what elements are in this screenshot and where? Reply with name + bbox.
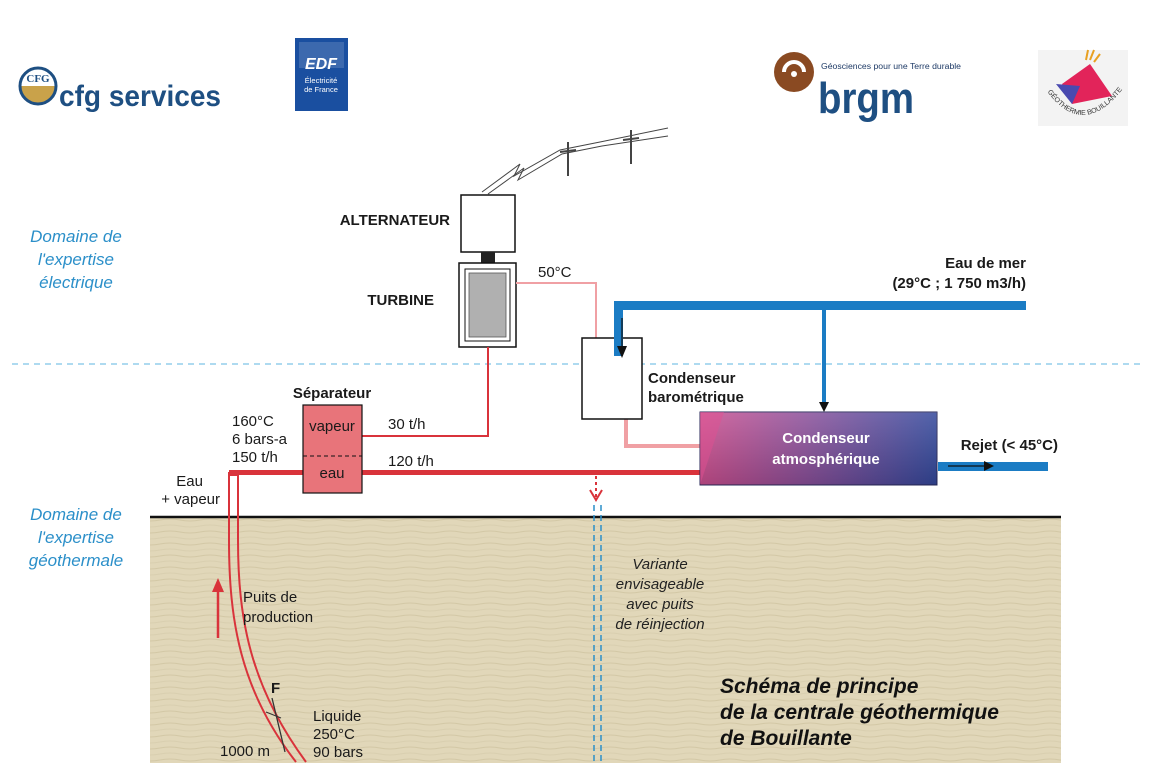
variant-label4: de réinjection	[615, 616, 704, 633]
brgm-logo-text: brgm	[818, 74, 914, 123]
cfg-emblem-text: CFG	[26, 73, 50, 85]
reservoir-label2: 250°C	[313, 726, 355, 743]
brgm-logo: Géosciences pour une Terre durable brgm	[774, 52, 962, 123]
edf-logo-main: EDF	[305, 56, 338, 73]
condensate-pipe	[624, 418, 700, 448]
exhaust-pipe	[516, 282, 597, 358]
diagram-title-line2: de la centrale géothermique	[720, 701, 999, 724]
cfg-logo: CFG cfg services	[18, 66, 221, 113]
reinjection-variant	[589, 476, 603, 762]
well-output-label1: Eau	[176, 473, 203, 490]
depth-label: 1000 m	[220, 743, 270, 760]
edf-logo-sub1: Électricité	[305, 76, 338, 85]
reject-label: Rejet (< 45°C)	[961, 437, 1058, 454]
separator-pressure: 6 bars-a	[232, 431, 288, 448]
atmospheric-condenser-label1: Condenseur	[782, 430, 870, 447]
atmospheric-condenser-label2: atmosphérique	[772, 451, 880, 468]
alternator-box	[460, 194, 516, 253]
seawater-down-arrow-icon	[819, 402, 829, 412]
turbine-label: TURBINE	[367, 292, 434, 309]
volcano-icon	[1056, 49, 1112, 104]
cfg-logo-text: cfg services	[59, 80, 221, 113]
brine-pipe	[362, 470, 700, 475]
brine-inlet-pipe	[232, 470, 304, 475]
domain-electrical-line2: l'expertise	[38, 250, 114, 269]
seawater-label: Eau de mer	[945, 255, 1026, 272]
atmospheric-condenser	[699, 411, 938, 486]
separator-temp: 160°C	[232, 413, 274, 430]
separator-box	[302, 404, 363, 494]
variant-label2: envisageable	[616, 576, 704, 593]
domain-geothermal-line2: l'expertise	[38, 528, 114, 547]
separator-flow: 150 t/h	[232, 449, 278, 466]
reject-arrow-icon	[984, 461, 994, 471]
well-output-label2: + vapeur	[161, 491, 220, 508]
edf-logo-sub2: de France	[304, 85, 338, 94]
diagram-title-line1: Schéma de principe	[720, 675, 919, 698]
domain-electrical-line1: Domaine de	[30, 227, 122, 246]
alternator-label: ALTERNATEUR	[340, 212, 450, 229]
fault-line	[271, 697, 286, 753]
upflow-arrow-icon	[212, 578, 224, 638]
domain-geothermal-line1: Domaine de	[30, 505, 122, 524]
steam-pipe	[362, 347, 489, 437]
diagram-title-line3: de Bouillante	[720, 727, 852, 750]
variant-label1: Variante	[632, 556, 687, 573]
reservoir-label1: Liquide	[313, 708, 361, 725]
ground-layer	[150, 517, 1061, 763]
alternator-shaft	[481, 252, 495, 263]
turbine-rotor	[468, 272, 507, 338]
variant-label3: avec puits	[626, 596, 694, 613]
barometric-condenser-label1: Condenseur	[648, 370, 736, 387]
production-well-label1: Puits de	[243, 589, 297, 606]
separator-label: Séparateur	[293, 385, 372, 402]
production-well-label2: production	[243, 609, 313, 626]
domain-geothermal-line3: géothermale	[29, 551, 124, 570]
brgm-emblem-icon	[774, 52, 814, 92]
bouillante-logo: GÉOTHERMIE BOUILLANTE	[1038, 49, 1128, 126]
production-well	[228, 470, 307, 763]
barometric-condenser-box	[581, 337, 643, 420]
cfg-emblem-icon: CFG	[18, 66, 58, 106]
exhaust-temp-label: 50°C	[538, 264, 572, 281]
brine-rate-label: 120 t/h	[388, 453, 434, 470]
power-line-icon	[481, 127, 669, 195]
separator-water-label: eau	[319, 465, 344, 482]
seawater-conditions: (29°C ; 1 750 m3/h)	[892, 275, 1026, 292]
brgm-tagline: Géosciences pour une Terre durable	[821, 62, 962, 71]
steam-rate-label: 30 t/h	[388, 416, 426, 433]
domain-electrical-line3: électrique	[39, 273, 113, 292]
separator-vapour-label: vapeur	[309, 418, 355, 435]
barometric-condenser-label2: barométrique	[648, 389, 744, 406]
reservoir-label3: 90 bars	[313, 744, 363, 761]
edf-logo: EDF Électricité de France	[295, 38, 348, 111]
fault-label: F	[271, 680, 280, 697]
